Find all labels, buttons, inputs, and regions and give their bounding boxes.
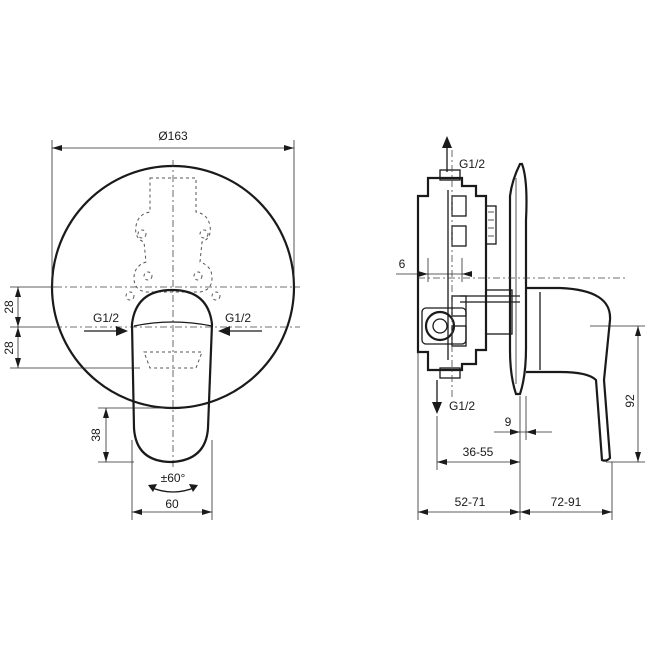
hidden-screw-5: [125, 291, 135, 301]
lever-cap: [133, 321, 213, 327]
lever-drop-arrow-top: [103, 408, 109, 418]
outlet-bottom-label: G1/2: [449, 399, 475, 413]
depth-body-label: 52-71: [455, 495, 486, 509]
inlet-left-arrowhead: [116, 326, 128, 336]
offset-arrow-1: [15, 287, 21, 297]
projection-arrow-left: [520, 509, 530, 515]
hidden-screw-3: [143, 271, 153, 281]
top-port: [439, 169, 461, 181]
hidden-screw-6: [211, 291, 221, 301]
hidden-valve-body: [133, 177, 213, 293]
diameter-arrow-right: [284, 145, 294, 151]
hidden-screw-2: [199, 229, 209, 239]
hidden-cartridge: [143, 351, 203, 369]
lever-height-arrow-top: [635, 326, 641, 336]
wall-offset-arrow-right: [462, 271, 472, 277]
lever-drop-arrow-bottom: [103, 452, 109, 462]
offset-upper-label: 28: [2, 300, 16, 314]
cartridge-body: [485, 289, 513, 335]
side-port-outer: [424, 310, 456, 342]
inlet-right-label: G1/2: [225, 311, 251, 325]
offset-arrow-2: [15, 317, 21, 327]
plate-gap-arrow-left: [510, 429, 520, 435]
offset-lower-label: 28: [2, 341, 16, 355]
box-rib-2: [451, 225, 467, 247]
box-rib-3: [451, 295, 467, 317]
wall-offset-label: 6: [399, 257, 406, 271]
valve-box: [416, 176, 488, 372]
diameter-arrow-left: [52, 145, 62, 151]
outlet-bottom-arrowhead: [432, 402, 442, 414]
side-view: G1/2 G1/2 6 9 36-55 52-71 72-91 92: [396, 136, 645, 520]
rotation-arrow-right: [189, 484, 198, 492]
inlet-right-arrowhead: [218, 326, 230, 336]
rotation-label: ±60°: [161, 471, 186, 485]
plate-gap-arrow-right: [526, 429, 536, 435]
inlet-left-label: G1/2: [93, 311, 119, 325]
rotation-arc: [149, 486, 197, 493]
outlet-top-label: G1/2: [459, 157, 485, 171]
projection-label: 72-91: [551, 495, 582, 509]
rotation-arrow-left: [148, 484, 157, 492]
mixer-lever: [130, 288, 214, 464]
front-view: Ø163 G1/2 G1/2 28 28 38 ±60° 60: [2, 129, 300, 520]
box-rib-1: [451, 195, 467, 217]
offset-arrow-4: [15, 358, 21, 368]
side-port-housing: [421, 307, 467, 345]
diameter-label: Ø163: [158, 129, 188, 143]
depth-inner-label: 36-55: [463, 445, 494, 459]
threaded-sleeve: [485, 205, 497, 245]
projection-arrow-right: [602, 509, 612, 515]
wall-offset-arrow-left: [418, 271, 428, 277]
hidden-screw-1: [137, 229, 147, 239]
lever-side: [526, 286, 612, 462]
lever-width-label: 60: [165, 497, 179, 511]
cover-plate-side: [508, 162, 528, 396]
depth-inner-arrow-right: [510, 459, 520, 465]
outlet-top-arrowhead: [442, 136, 452, 148]
lever-width-arrow-right: [202, 509, 212, 515]
plate-gap-label: 9: [505, 415, 512, 429]
side-port-inner: [432, 318, 448, 334]
lever-height-arrow-bottom: [635, 452, 641, 462]
lever-height-label: 92: [623, 394, 637, 408]
lever-width-arrow-left: [132, 509, 142, 515]
depth-inner-arrow-left: [437, 459, 447, 465]
hidden-screw-4: [193, 271, 203, 281]
depth-body-arrow-left: [418, 509, 428, 515]
depth-body-arrow-right: [510, 509, 520, 515]
lever-drop-label: 38: [89, 428, 103, 442]
bottom-port: [439, 367, 461, 379]
offset-arrow-3: [15, 327, 21, 337]
